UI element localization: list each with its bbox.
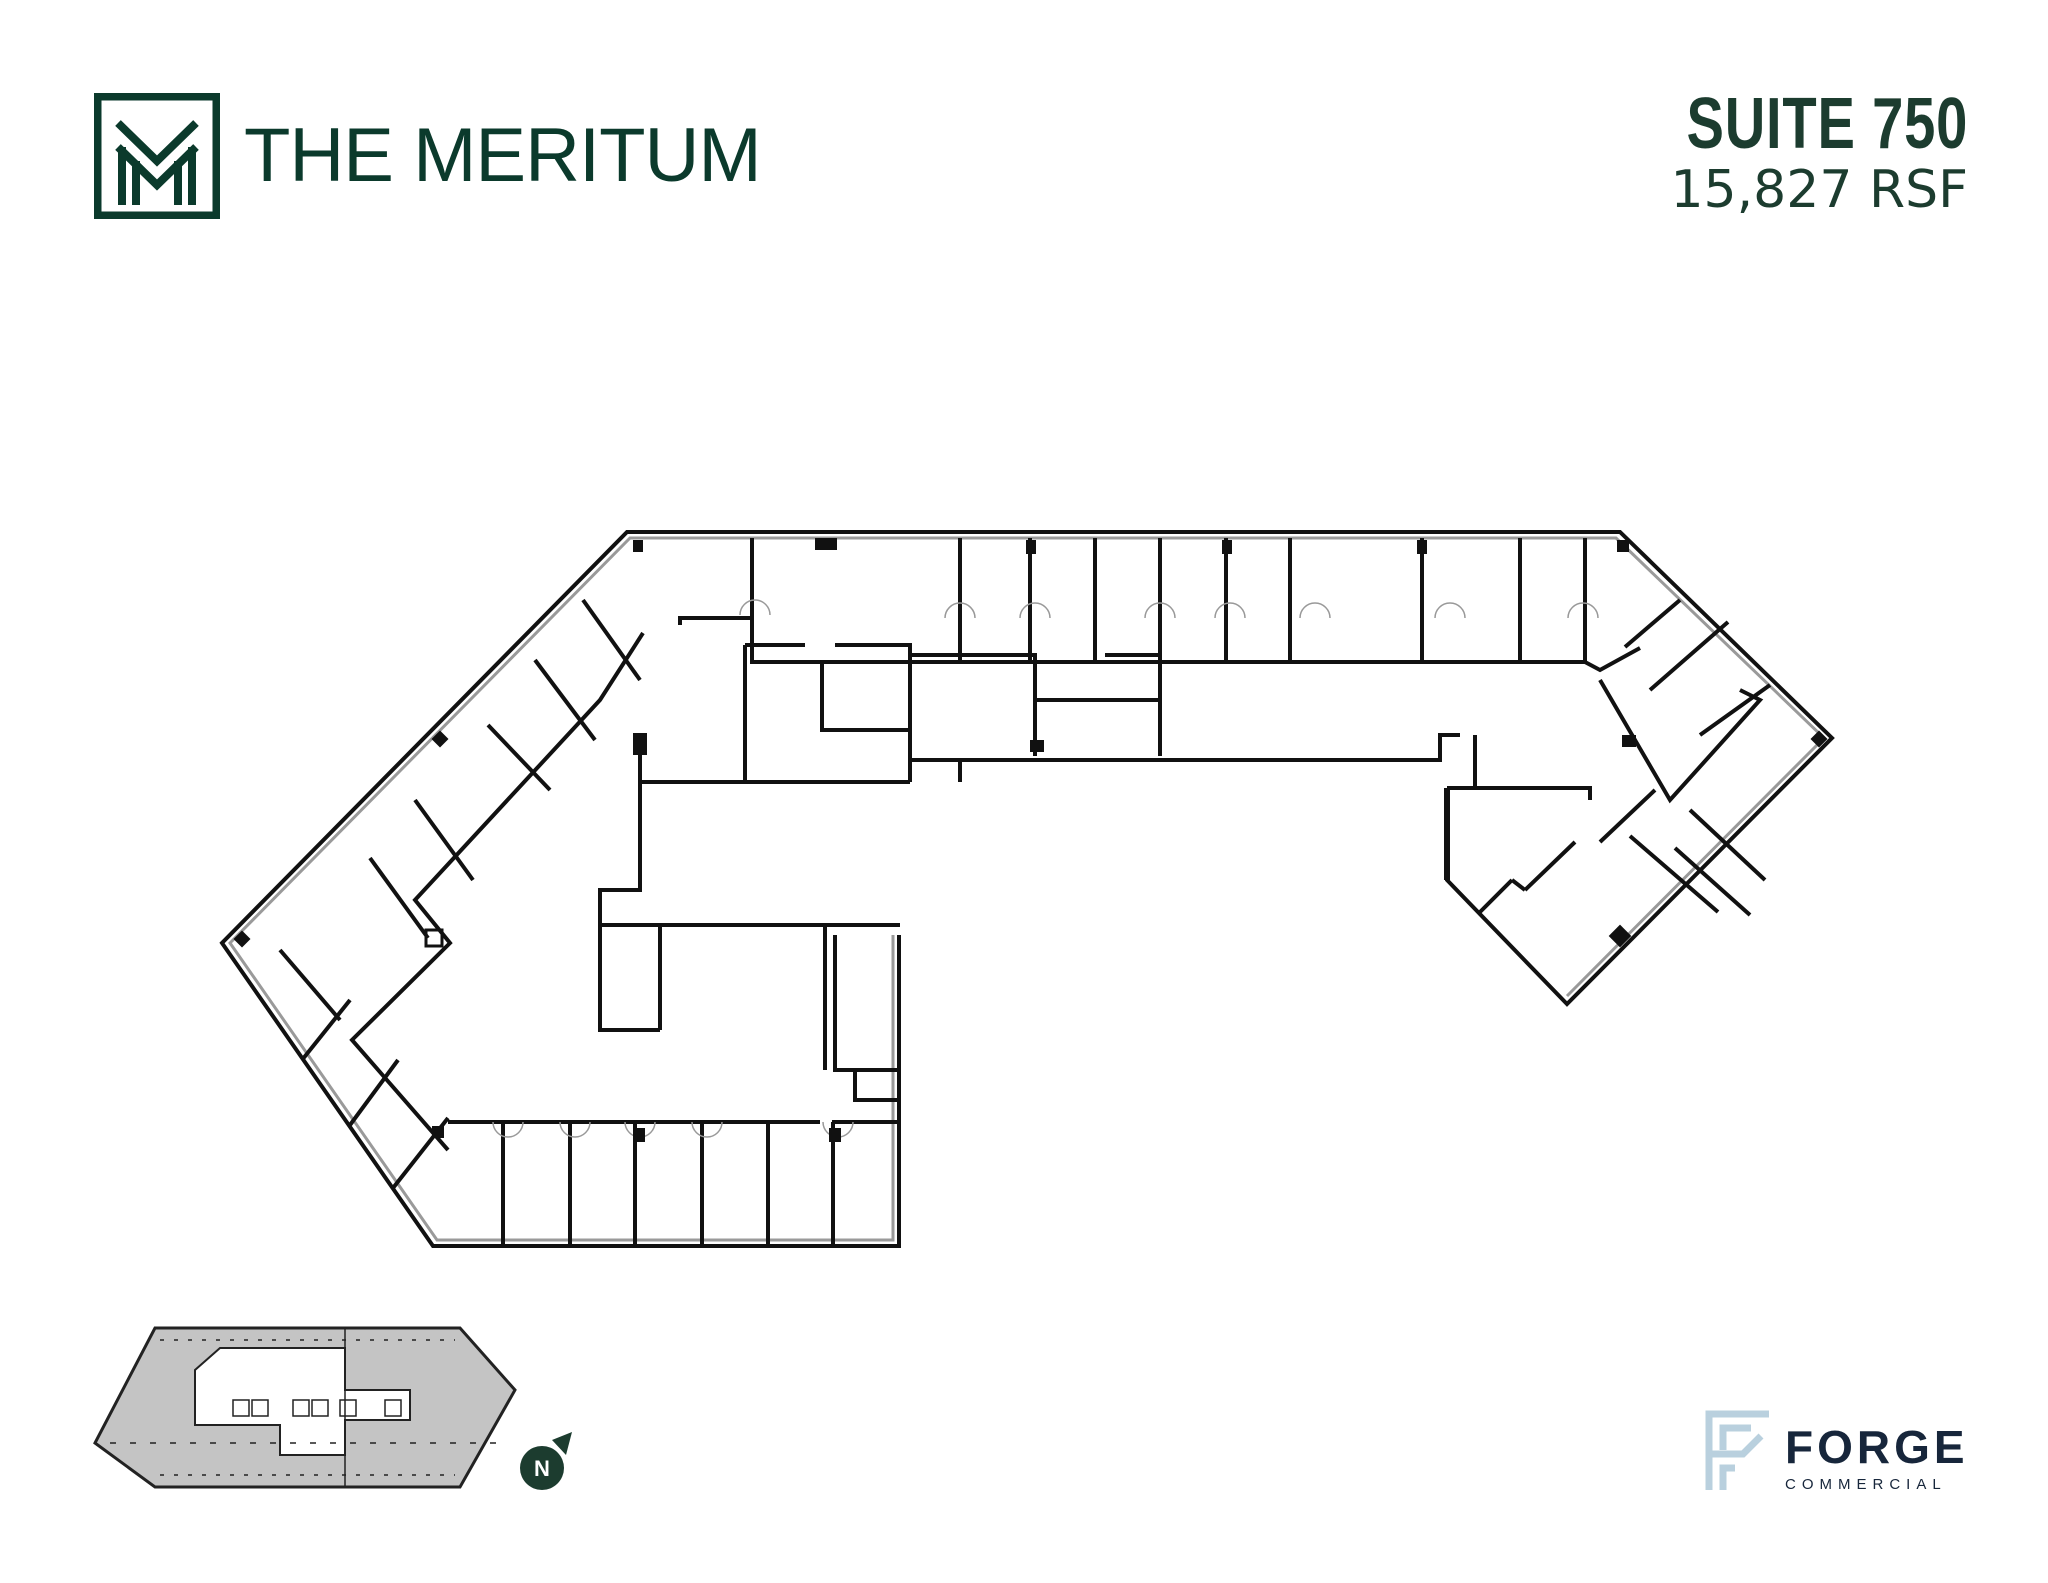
forge-commercial-logo: FORGE COMMERCIAL bbox=[1705, 1410, 1969, 1494]
compass-label: N bbox=[534, 1456, 550, 1481]
core-wall-main bbox=[958, 733, 1460, 762]
right-wing-inner-wall bbox=[1447, 786, 1592, 800]
core-wall-left bbox=[598, 752, 660, 1032]
broker-subtitle: COMMERCIAL bbox=[1785, 1476, 1947, 1493]
meritum-m-monogram-icon bbox=[94, 93, 220, 219]
suite-size: 15,827 RSF bbox=[1670, 160, 1968, 220]
key-plan-core bbox=[194, 1347, 411, 1456]
left-wing-inner-wall bbox=[349, 631, 645, 1152]
outer-wall bbox=[219, 530, 1835, 1248]
forge-f-logo-icon bbox=[1705, 1410, 1769, 1490]
building-name: THE MERITUM bbox=[244, 113, 762, 198]
broker-name: FORGE bbox=[1785, 1421, 1969, 1473]
suite-title: SUITE 750 bbox=[1686, 84, 1968, 164]
north-arrow-icon: N bbox=[520, 1432, 572, 1490]
suite-info: SUITE 750 15,827 RSF bbox=[1607, 88, 1968, 219]
meritum-logo: THE MERITUM bbox=[94, 93, 762, 219]
